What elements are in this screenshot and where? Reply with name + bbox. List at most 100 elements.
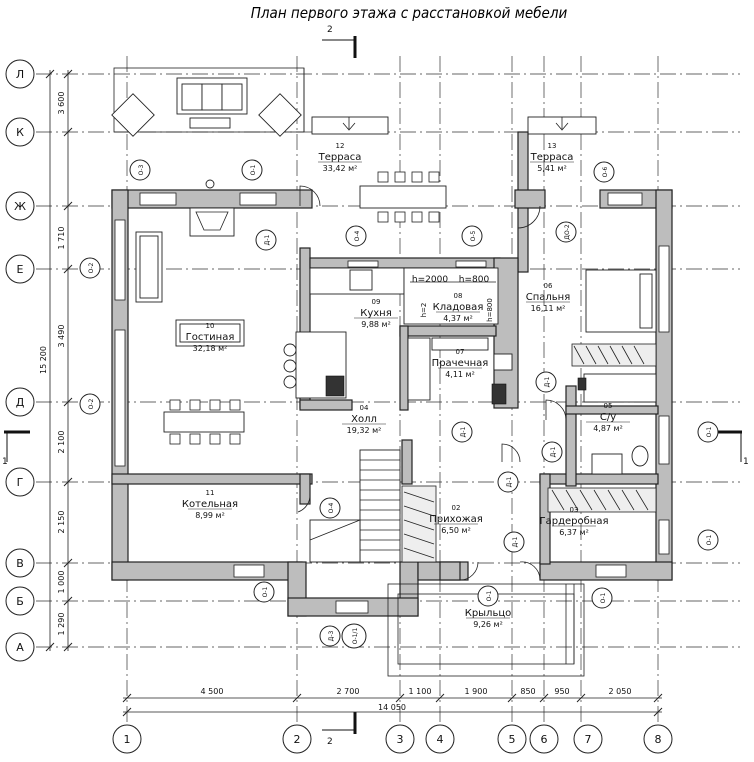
row-axis-3: Ж [5,191,35,221]
dim-bottom-2: 2 700 [337,687,360,696]
row-axis-label: Л [16,68,24,81]
opening-tag-label: О-1 [486,590,493,601]
terrace-dining-table [359,171,447,223]
room-name: Кладовая [433,302,484,313]
room-area: 6,37 м² [559,528,589,537]
row-axis-1: Л [5,59,35,89]
opening-tag: О-5 [461,225,483,247]
opening-tag-label: О-1 [262,586,269,597]
room-name: Спальня [526,292,571,303]
opening-tag-label: Д-1 [550,446,557,457]
door-swings [297,185,567,581]
plan-title: План первого этажа с расстановкой мебели [251,4,568,22]
room-number: 09 [372,298,381,306]
room-number: 11 [206,489,215,497]
dim-left-7: 1 290 [57,613,66,636]
dim-bottom-4: 1 900 [465,687,488,696]
column-axis-label: 1 [124,733,131,746]
row-axis-label: Б [16,595,24,608]
opening-tag: О-6 [593,161,615,183]
opening-tag-label: О-5 [470,230,477,241]
staircase [309,449,401,563]
opening-tag-label: О-1 [250,164,257,175]
column-axis-3: 3 [385,724,415,754]
opening-tag-label: О-1 [706,534,713,545]
room-area: 9,88 м² [361,320,391,329]
room-area: 8,99 м² [195,511,225,520]
room-area: 4,37 м² [443,314,473,323]
row-axis-label: В [16,557,24,570]
opening-tag: Д-3 [319,625,341,647]
opening-tag: О-1 [253,581,275,603]
row-axis-8: Б [5,586,35,616]
opening-tag-label: О-3 [138,164,145,175]
column-axis-label: 7 [585,733,592,746]
opening-tag-label: О-1/1 [352,628,359,645]
row-axis-5: Д [5,387,35,417]
column-axis-4: 4 [425,724,455,754]
room-number: 05 [604,402,613,410]
room-area: 6,50 м² [441,526,471,535]
section-label-right: 1 [743,457,749,467]
section-label-bottom: 2 [327,737,333,747]
height-note-2: h=800 [459,275,490,285]
column-axis-label: 4 [437,733,444,746]
room-number: 10 [206,322,215,330]
dim-left-1: 3 600 [57,92,66,115]
section-label-left: 1 [2,457,8,467]
opening-tag: О-1 [697,529,719,551]
section-mark-right: 1 [716,430,749,467]
height-note-4: h=2 [420,303,428,318]
opening-tag: О-2 [79,393,101,415]
column-axis-1: 1 [112,724,142,754]
opening-tag: О-1 [591,587,613,609]
opening-tag: О-1 [697,421,719,443]
room-number: 07 [456,348,465,356]
opening-tag-label: О-2 [88,262,95,273]
row-axis-label: Д [16,396,25,409]
living-room-furniture [135,231,245,445]
opening-tag-label: О-4 [328,502,335,513]
column-axis-label: 6 [541,733,548,746]
opening-tag-label: Д-1 [512,536,519,547]
room-number: 02 [452,504,461,512]
fireplace [189,207,235,237]
terrace-lounge-set [111,77,302,189]
section-mark-left: 1 [2,430,30,467]
dim-left-6: 1 000 [57,571,66,594]
room-name: Холл [351,414,377,425]
opening-tag: О-4 [345,225,367,247]
opening-tag-label: О-1 [706,426,713,437]
opening-tag-label: О-4 [354,230,361,241]
opening-tag-label: Д-1 [460,426,467,437]
room-name: Кухня [360,308,392,319]
column-axis-label: 5 [509,733,516,746]
height-note-1: h=2000 [412,275,448,285]
column-axis-7: 7 [573,724,603,754]
dim-left-4: 2 100 [57,431,66,454]
bedroom-furniture [571,269,657,367]
row-axis-label: К [16,126,24,139]
dim-left-3: 3 490 [57,325,66,348]
opening-tag: О-1 [241,159,263,181]
opening-tag-label: Д-3 [328,630,335,641]
room-name: Крыльцо [465,608,512,619]
room-area: 4,11 м² [445,370,475,379]
opening-tag: Д-1 [497,471,519,493]
room-name: Терраса [530,152,574,163]
room-name: Гостиная [186,332,235,343]
column-axis-8: 8 [643,724,673,754]
room-name: Котельная [182,499,238,510]
dim-bottom-5: 850 [520,687,535,696]
windows [114,192,670,614]
